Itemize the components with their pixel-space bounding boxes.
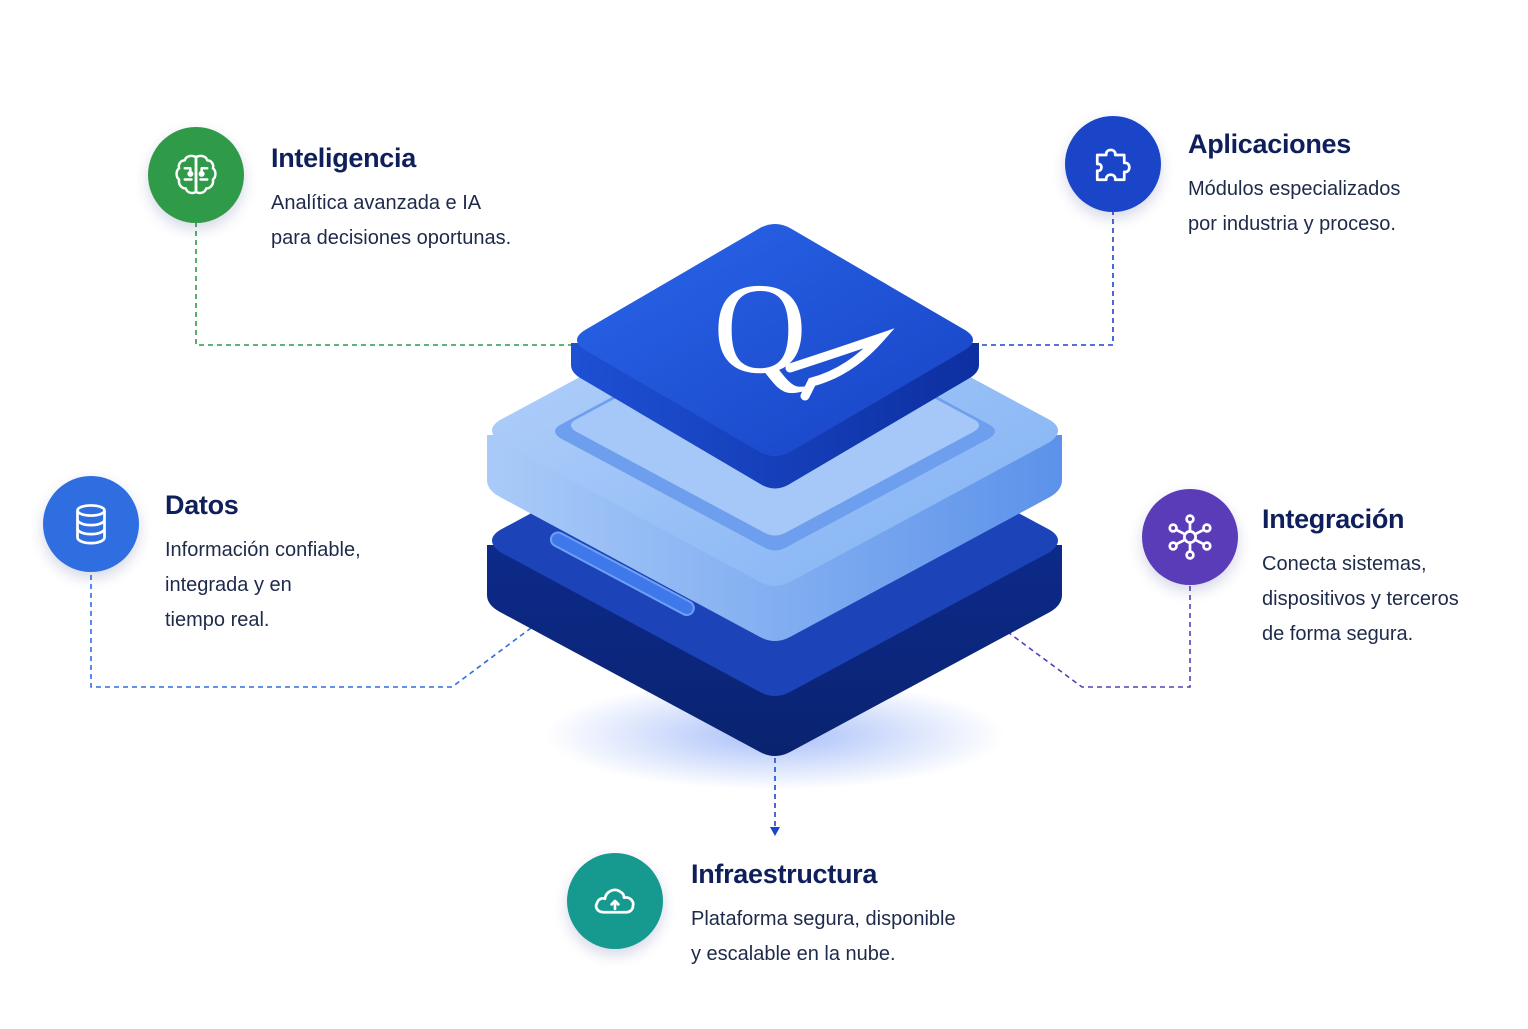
icon-badge-infraestructura: [567, 853, 663, 949]
network-hub-icon: [1168, 514, 1212, 560]
server-slot: [549, 531, 695, 617]
database-icon: [76, 504, 106, 545]
desc-line: y escalable en la nube.: [691, 943, 896, 965]
arrow-down-icon: [770, 827, 780, 836]
desc-line: para decisiones oportunas.: [271, 227, 512, 249]
desc-line: Analítica avanzada e IA: [271, 192, 482, 214]
desc-infraestructura: Plataforma segura, disponible y escalabl…: [691, 902, 956, 972]
cloud-upload-icon: [594, 888, 635, 914]
icon-badge-datos: [43, 476, 139, 572]
desc-inteligencia: Analítica avanzada e IA para decisiones …: [271, 186, 511, 256]
logo-swash: [785, 328, 895, 401]
desc-line: Información confiable,: [165, 539, 361, 561]
desc-datos: Información confiable, integrada y en ti…: [165, 533, 361, 638]
title-inteligencia: Inteligencia: [271, 143, 416, 173]
connector-integracion: [1004, 586, 1191, 688]
icon-badge-integracion: [1142, 489, 1238, 585]
connector-datos: [90, 575, 536, 688]
platform-logo: Q: [713, 257, 807, 401]
desc-line: por industria y proceso.: [1188, 213, 1396, 235]
desc-integracion: Conecta sistemas, dispositivos y tercero…: [1262, 547, 1459, 652]
brain-icon: [175, 154, 217, 195]
desc-line: tiempo real.: [165, 609, 270, 631]
icon-badge-inteligencia: [148, 127, 244, 223]
desc-line: dispositivos y terceros: [1262, 588, 1459, 610]
title-datos: Datos: [165, 490, 239, 520]
puzzle-icon: [1095, 148, 1131, 182]
desc-line: Conecta sistemas,: [1262, 553, 1427, 575]
platform-layer-top: Q: [571, 224, 979, 489]
desc-aplicaciones: Módulos especializados por industria y p…: [1188, 172, 1400, 242]
desc-line: Módulos especializados: [1188, 178, 1401, 200]
connector-aplicaciones: [982, 210, 1114, 346]
title-infraestructura: Infraestructura: [691, 859, 878, 889]
title-aplicaciones: Aplicaciones: [1188, 129, 1351, 159]
icon-badge-aplicaciones: [1065, 116, 1161, 212]
title-integracion: Integración: [1262, 504, 1405, 534]
connector-inteligencia: [195, 222, 572, 346]
desc-line: integrada y en: [165, 574, 292, 596]
desc-line: de forma segura.: [1262, 623, 1414, 645]
desc-line: Plataforma segura, disponible: [691, 908, 956, 930]
